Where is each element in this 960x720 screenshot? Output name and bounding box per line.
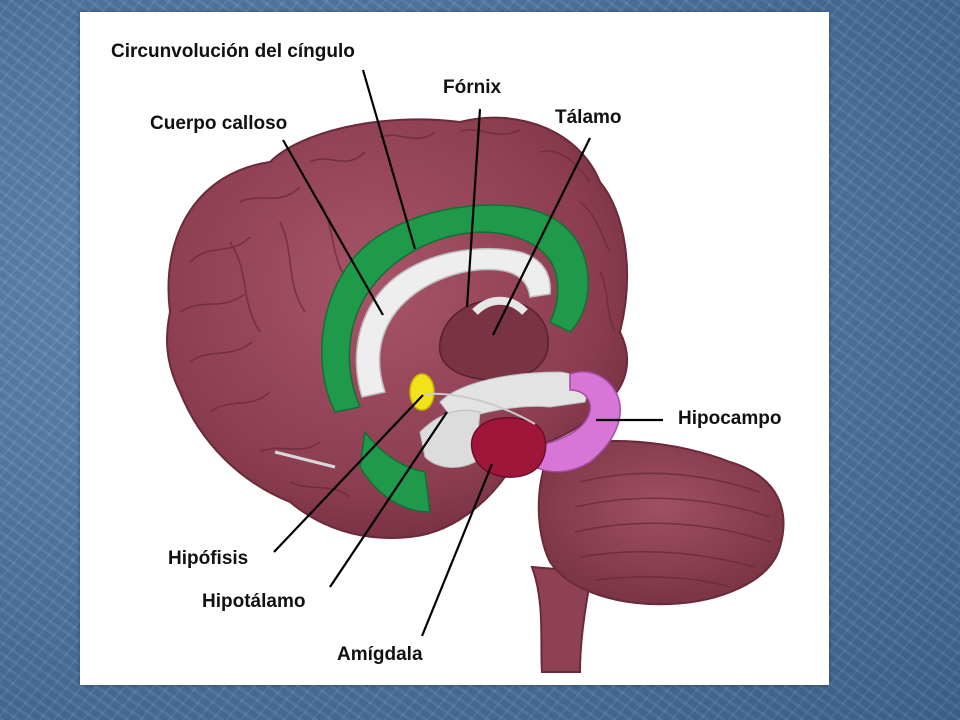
leader-amygdala <box>420 463 494 637</box>
label-corpus-callosum: Cuerpo calloso <box>150 113 288 134</box>
label-hypothalamus: Hipotálamo <box>202 591 306 612</box>
leader-pituitary <box>273 394 424 553</box>
label-fornix: Fórnix <box>443 77 502 98</box>
cerebellum-folds <box>574 472 771 588</box>
leader-thalamus <box>492 137 591 336</box>
label-amygdala: Amígdala <box>337 644 423 665</box>
leader-corpus <box>282 139 384 316</box>
label-pituitary: Hipófisis <box>168 548 249 569</box>
leader-cingulate <box>361 69 417 250</box>
amygdala <box>470 416 547 478</box>
cingulate-gyrus <box>321 204 589 413</box>
hippocampus <box>534 371 621 473</box>
label-hippocampus: Hipocampo <box>678 408 782 429</box>
thalamus <box>438 298 549 381</box>
brainstem <box>530 565 594 673</box>
label-thalamus: Tálamo <box>555 107 622 128</box>
leader-fornix <box>465 108 482 308</box>
stria-line <box>424 392 536 425</box>
label-cingulate-gyrus: Circunvolución del cíngulo <box>111 41 355 62</box>
fornix <box>472 296 528 316</box>
cingulate-lower <box>359 430 431 513</box>
leader-lines <box>273 69 663 637</box>
optic-tract <box>274 450 336 469</box>
diagram-panel: Circunvolución del cíngulo Fórnix Cuerpo… <box>80 12 829 685</box>
brain-illustration <box>166 69 785 673</box>
corpus-callosum <box>355 247 551 398</box>
leader-hypothalamus <box>329 411 448 588</box>
